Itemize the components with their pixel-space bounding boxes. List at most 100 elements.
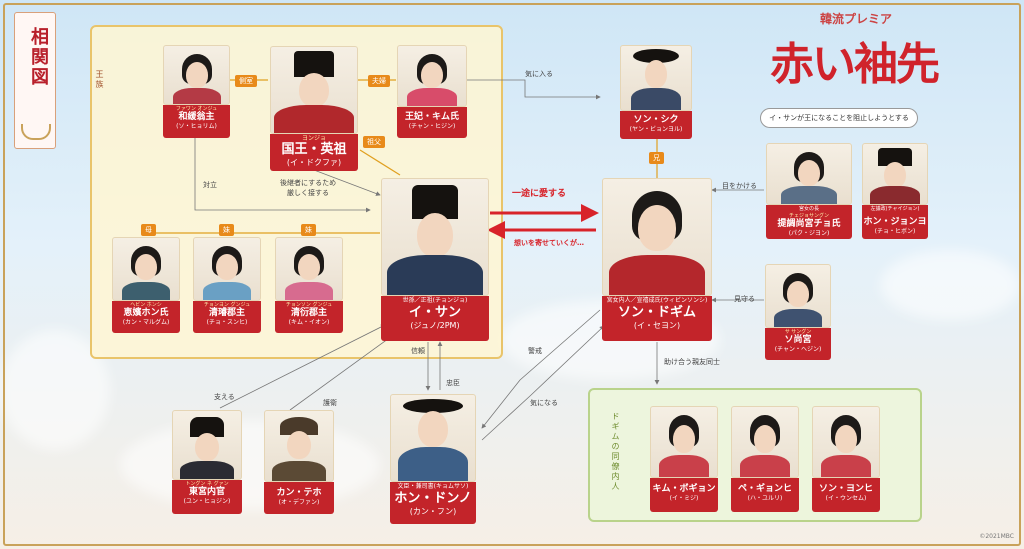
role-text: 世孫／正祖(チョンジョ) [402, 297, 468, 304]
rel-notice: 気に入る [525, 70, 553, 78]
actor-name: (チョ・スンヒ) [206, 319, 248, 326]
actor-name: (ジュノ/2PM) [410, 321, 460, 330]
portrait [862, 143, 928, 205]
rel-guard: 護衛 [323, 399, 337, 407]
tag-grandfather: 祖父 [363, 136, 385, 148]
character-name: ソン・シク [633, 115, 679, 125]
character-name: 東宮内官 [188, 487, 225, 497]
character-name: ホン・ジョンヨ [863, 217, 927, 227]
rel-care: 気になる [530, 399, 558, 407]
character-name: 王妃・キム氏 [404, 112, 459, 122]
card-bae-gyeonghui: ペ・ギョンヒ (ハ・ユルリ) [731, 406, 799, 512]
rel-rival: 対立 [203, 181, 217, 189]
portrait [812, 406, 880, 478]
card-deokim: 宮女内人／宣禧成氏(ウィビンソンシ) ソン・ドギム (イ・セヨン) [602, 178, 712, 341]
actor-name: (カン・フン) [409, 507, 457, 516]
actor-name: (ヤン・ビョンヨル) [629, 126, 683, 133]
actor-name: (チャン・ヘジン) [774, 346, 822, 353]
card-donggung: トングン ネ グァン 東宮内官 (ユン・ヒョジン) [172, 410, 242, 514]
rel-wary: 警戒 [528, 347, 542, 355]
portrait [731, 406, 799, 478]
royal-group-label: 王族 [95, 70, 104, 90]
card-yeongjo: ヨンジョ 国王・英祖 (イ・ドクファ) [270, 46, 358, 171]
portrait [390, 394, 476, 482]
actor-name: (キム・イオン) [288, 319, 330, 326]
character-name: 国王・英祖 [281, 142, 347, 157]
character-name: 恵嬪ホン氏 [123, 308, 169, 318]
character-name: ソン・ヨンヒ [818, 484, 873, 494]
portrait [381, 178, 489, 296]
portrait [765, 264, 831, 328]
rel-love-2: 想いを寄せていくが… [514, 239, 584, 247]
actor-name: (パク・ジヨン) [788, 230, 830, 237]
character-name: ペ・ギョンヒ [737, 484, 792, 494]
card-seong-sik: ソン・シク (ヤン・ビョンヨル) [620, 45, 692, 139]
card-cheongseon: チョンソン グンジュ 清衍郡主 (キム・イオン) [275, 237, 343, 333]
friends-group-label: ドギムの同僚内人 [611, 412, 620, 492]
ruby: チョンソン グンジュ [285, 302, 333, 308]
portrait [650, 406, 718, 478]
character-name: ソン・ドギム [617, 305, 696, 320]
portrait [193, 237, 261, 301]
portrait [172, 410, 242, 480]
role-text: 宮女の長 [798, 206, 819, 212]
role-text: 左議政(チャイジョン) [870, 206, 920, 212]
page-title: 相関図 [28, 27, 49, 87]
actor-name: (ソ・ヒョリム) [176, 123, 217, 130]
ruby: ファワン オンジュ [175, 106, 218, 112]
character-name: 清衍郡主 [290, 308, 327, 318]
rel-friends: 助け合う親友同士 [664, 358, 720, 366]
portrait [397, 45, 467, 107]
card-hong-deoknu: 文臣・兼司書(キョムサソ) ホン・ドンノ (カン・フン) [390, 394, 476, 524]
logo-title: 赤い袖先 [770, 39, 940, 90]
character-name: カン・テホ [276, 488, 322, 498]
card-jo-si: 宮女の長 チェジョサングン 提調尚宮チョ氏 (パク・ジヨン) [766, 143, 852, 239]
character-name: 和緩翁主 [178, 112, 215, 122]
actor-name: (チャン・ヒジン) [408, 123, 456, 130]
card-kang-taeho: カン・テホ (オ・デファン) [264, 410, 334, 514]
card-hyebin: ヘビン ホンシ 恵嬪ホン氏 (カン・マルグム) [112, 237, 180, 333]
rel-support: 支える [214, 393, 235, 401]
ruby: ヘビン ホンシ [130, 302, 162, 308]
rel-eye: 目をかける [722, 182, 757, 190]
tag-side-concubine: 側室 [235, 75, 257, 87]
role-text: 宮女内人／宣禧成氏(ウィビンソンシ) [606, 297, 708, 304]
card-seo-sanggung: サ サングン ソ尚宮 (チャン・ヘジン) [765, 264, 831, 360]
portrait [112, 237, 180, 301]
portrait [163, 45, 230, 105]
role-text: 文臣・兼司書(キョムサソ) [397, 483, 469, 490]
portrait [270, 46, 358, 134]
actor-name: (チョ・ヒボン) [874, 228, 916, 235]
character-name: ソ尚宮 [784, 335, 812, 345]
title-panel: 相関図 [14, 12, 56, 149]
character-name: ホン・ドンノ [394, 491, 472, 506]
title-ornament [21, 124, 51, 140]
rel-trust: 信頼 [411, 347, 425, 355]
actor-name: (イ・ウンセム) [825, 495, 867, 502]
tag-mother: 母 [141, 224, 156, 236]
copyright: ©2021MBC [979, 533, 1014, 540]
card-hwawan: ファワン オンジュ 和緩翁主 (ソ・ヒョリム) [163, 45, 230, 138]
card-cheongyeon: チョンヨン グンジュ 清璿郡主 (チョ・スンヒ) [193, 237, 261, 333]
character-name: 提調尚宮チョ氏 [777, 219, 841, 229]
actor-name: (カン・マルグム) [122, 319, 170, 326]
character-name: イ・サン [408, 305, 461, 320]
portrait [766, 143, 852, 205]
tag-sister-1: 妹 [219, 224, 234, 236]
card-hong-jeong: 左議政(チャイジョン) ホン・ジョンヨ (チョ・ヒボン) [862, 143, 928, 239]
ruby: トングン ネ グァン [185, 481, 229, 487]
character-name: キム・ボギョン [652, 484, 716, 494]
card-queen: 王妃・キム氏 (チャン・ヒジン) [397, 45, 467, 138]
tag-brother: 兄 [649, 152, 664, 164]
actor-name: (イ・ミジ) [669, 495, 699, 502]
actor-name: (ハ・ユルリ) [747, 495, 783, 502]
card-son-yeonghui: ソン・ヨンヒ (イ・ウンセム) [812, 406, 880, 512]
rel-watch: 見守る [734, 295, 755, 303]
portrait [264, 410, 334, 482]
logo-subtitle: 韓流プレミア [820, 12, 893, 26]
portrait [602, 178, 712, 296]
scheme-bubble: イ・サンが王になることを阻止しようとする [760, 108, 918, 128]
ruby: サ サングン [784, 329, 812, 335]
